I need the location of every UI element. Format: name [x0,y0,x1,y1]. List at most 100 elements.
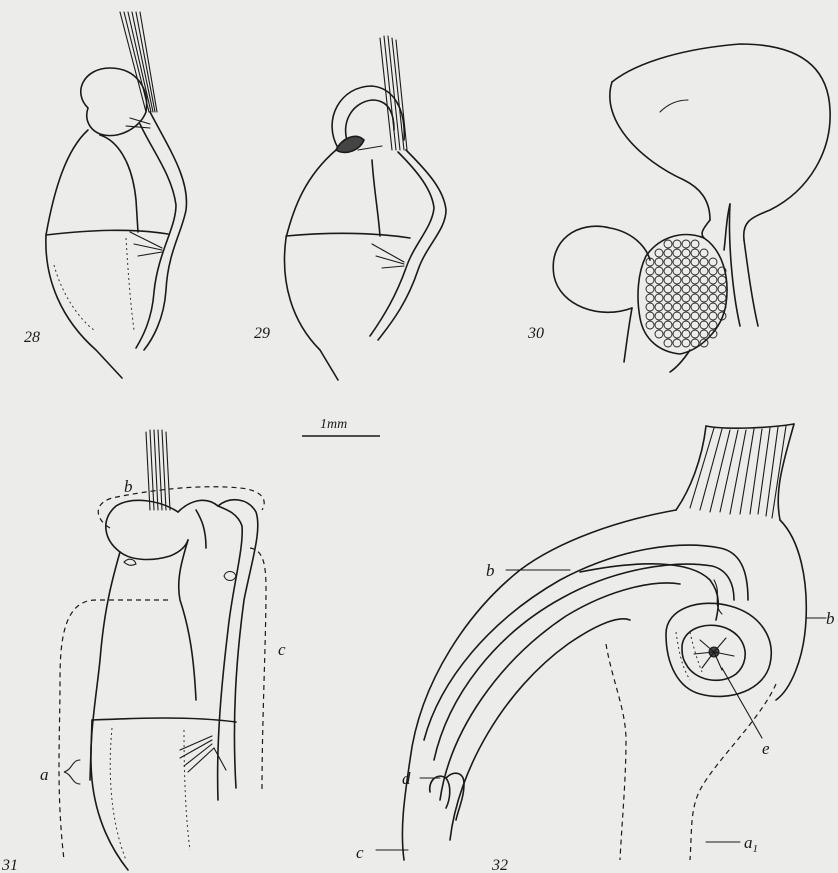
gland-granule [664,276,672,284]
gland-granule [655,285,663,293]
gland-granule [691,294,699,302]
fig29-duct [378,150,446,340]
gland-granule [673,312,681,320]
gland-granule [673,330,681,338]
gland-granule [673,258,681,266]
gland-granule [700,294,708,302]
fig29-main-body [284,150,338,380]
fig28-number: 28 [24,329,40,346]
gland-granule [700,339,708,347]
gland-granule [700,285,708,293]
fig32-dashed-outline-a1 [690,684,776,860]
gland-granule [691,267,699,275]
gland-granule [664,303,672,311]
fig31-muscle-strand [146,430,170,510]
gland-granule [655,321,663,329]
fig31-label-a: a [40,765,49,784]
gland-granule [691,303,699,311]
gland-granule [664,285,672,293]
fig28-upper-bulb [81,68,147,136]
gland-granule [709,258,717,266]
gland-granule [682,249,690,257]
fig31-bracket-a [59,600,168,860]
gland-granule [682,285,690,293]
gland-granule [682,276,690,284]
gland-granule [700,312,708,320]
gland-granule [664,240,672,248]
gland-granule [664,294,672,302]
gland-granule [682,258,690,266]
fig29-number: 29 [254,325,270,342]
gland-granule [646,285,654,293]
figure-30: 30 [527,44,830,372]
gland-granule [700,276,708,284]
fig28-muscle-strand [120,12,157,112]
gland-granule [673,285,681,293]
gland-granule [691,249,699,257]
fig32-d-bulb [430,776,450,808]
fig31-label-c: c [278,640,286,659]
gland-granule [673,294,681,302]
gland-granule [700,249,708,257]
gland-granule [673,303,681,311]
gland-granule [673,240,681,248]
gland-granule [709,321,717,329]
gland-granule [682,303,690,311]
gland-granule [682,321,690,329]
scale-bar-label: 1mm [320,417,347,432]
gland-granule [709,285,717,293]
gland-granule [655,249,663,257]
gland-granule [664,312,672,320]
gland-granule [709,276,717,284]
fig32-label-b-left: b [486,561,495,580]
gland-granule [682,267,690,275]
figure-28: 28 [24,12,187,378]
gland-granule [664,267,672,275]
gland-granule [673,249,681,257]
fig32-label-a1: a1 [744,833,758,855]
fig28-nerve-fibres [126,118,162,256]
fig32-inner-tube [424,545,748,740]
gland-granule [646,321,654,329]
fig32-label-b-right: b [826,609,835,628]
gland-granule [664,339,672,347]
fig32-label-d: d [402,769,411,788]
gland-granule [673,276,681,284]
fig29-nerve-fibres [358,146,404,268]
gland-granule [700,267,708,275]
gland-granule [682,294,690,302]
fig32-label-e: e [762,739,770,758]
fig32-label-c: c [356,843,364,862]
fig31-upper-bulb [106,500,178,552]
gland-granule [682,312,690,320]
gland-granule [718,276,726,284]
gland-granule [709,294,717,302]
gland-granule [673,267,681,275]
fig32-number: 32 [491,857,508,873]
gland-granule [682,240,690,248]
gland-granule [691,312,699,320]
fig31-label-b: b [124,477,133,496]
fig30-duct [744,240,758,326]
gland-granule [691,285,699,293]
gland-granule [709,303,717,311]
fig31-collar [92,718,236,722]
gland-granule [655,267,663,275]
fig31-hook-arch [178,500,218,512]
fig28-collar [46,230,168,235]
gland-granule [700,258,708,266]
gland-granule [691,258,699,266]
gland-granule [691,330,699,338]
fig28-main-body [46,130,122,378]
gland-granule [718,285,726,293]
fig31-number: 31 [1,857,18,873]
gland-granule [655,276,663,284]
gland-granule [655,312,663,320]
fig32-outer-arch [402,510,676,860]
gland-granule [646,276,654,284]
fig31-bracket-c [250,548,266,790]
fig29-collar [286,233,410,238]
gland-granule [655,330,663,338]
gland-granule [646,312,654,320]
